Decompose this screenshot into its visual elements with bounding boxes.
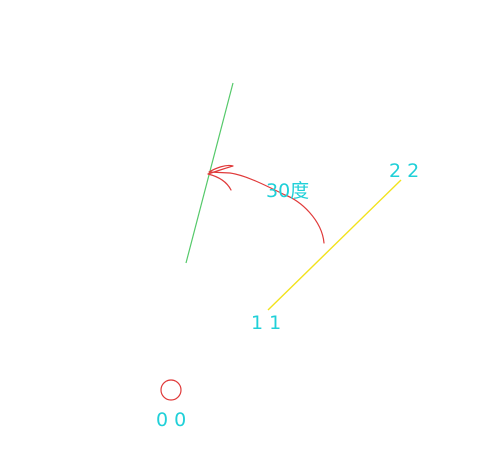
segment-1-1-to-2-2 (267, 179, 402, 311)
rotation-arrow (207, 164, 325, 244)
label-origin: 0 0 (156, 409, 186, 431)
label-angle: 30度 (266, 180, 309, 202)
label-point-2-2: 2 2 (389, 160, 419, 182)
label-point-1-1: 1 1 (251, 312, 281, 334)
origin-marker (160, 379, 182, 401)
